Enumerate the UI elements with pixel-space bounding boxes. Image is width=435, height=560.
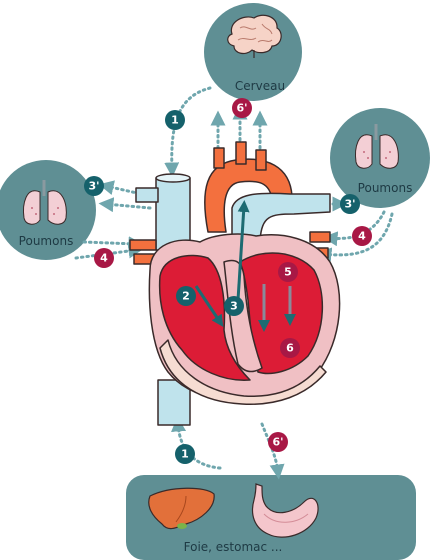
- right-pulmonary-vein-stub-1: [309, 231, 331, 243]
- badge-1-bottom: 1: [175, 444, 195, 464]
- svg-text:1: 1: [181, 448, 189, 461]
- lungs-right-label: Poumons: [358, 181, 413, 195]
- svg-text:3': 3': [88, 180, 99, 193]
- svg-text:1: 1: [171, 114, 179, 127]
- right-heart-chambers: [158, 254, 251, 381]
- lungs-left-panel: Poumons: [0, 160, 96, 260]
- left-heart-chambers: [239, 252, 324, 375]
- badge-4-right: 4: [352, 226, 372, 246]
- badge-3p-right: 3': [340, 194, 360, 214]
- organs-label: Foie, estomac ...: [184, 540, 283, 554]
- arrow-left-lungs-return-4b: [82, 236, 144, 252]
- badge-3p-left: 3': [84, 176, 104, 196]
- badge-4-left: 4: [94, 248, 114, 268]
- brain-icon: [227, 14, 282, 58]
- svg-text:2: 2: [182, 290, 190, 303]
- badge-2: 2: [176, 286, 196, 306]
- septum: [223, 259, 263, 373]
- badge-5: 5: [278, 262, 298, 282]
- heart-illustration: [129, 141, 341, 426]
- left-pulmonary-vein-stub-1: [129, 239, 157, 251]
- brain-panel: Cerveau: [204, 3, 302, 101]
- liver-icon: [148, 487, 215, 530]
- svg-text:6': 6': [236, 102, 247, 115]
- lungs-right-panel: Poumons: [330, 108, 430, 208]
- lungs-right-icon: [355, 124, 399, 169]
- flow-arrow-2: [194, 285, 224, 327]
- svg-text:6': 6': [272, 436, 283, 449]
- arrow-right-lungs-return-4b: [316, 212, 394, 263]
- svg-text:3': 3': [344, 198, 355, 211]
- svg-text:3: 3: [230, 300, 238, 313]
- pulmonary-trunk: [231, 192, 331, 241]
- brain-label: Cerveau: [235, 79, 285, 93]
- left-pulmonary-artery-stub: [135, 187, 159, 203]
- badge-6p-bottom: 6': [268, 432, 288, 452]
- badge-6: 6: [280, 338, 300, 358]
- inner-flow-arrows: [194, 200, 296, 332]
- svg-text:6: 6: [286, 342, 294, 355]
- stomach-icon: [251, 483, 319, 538]
- svg-text:4: 4: [358, 230, 366, 243]
- lungs-left-icon: [23, 180, 67, 225]
- organs-panel: Foie, estomac ...: [126, 475, 416, 560]
- badge-6p-top: 6': [232, 98, 252, 118]
- svg-text:5: 5: [284, 266, 292, 279]
- lungs-left-label: Poumons: [19, 234, 74, 248]
- badge-3: 3: [224, 296, 244, 316]
- badges: 1 6' 3' 4 3' 4 2 3 5 6 1 6': [84, 98, 372, 464]
- svg-text:4: 4: [100, 252, 108, 265]
- heart-muscle-wall: [159, 339, 327, 405]
- arrow-brain-to-vena-cava: [164, 86, 212, 178]
- badge-1-top: 1: [165, 110, 185, 130]
- arrow-to-left-lungs-3p-b: [98, 197, 152, 213]
- flow-arrow-3: [236, 200, 250, 301]
